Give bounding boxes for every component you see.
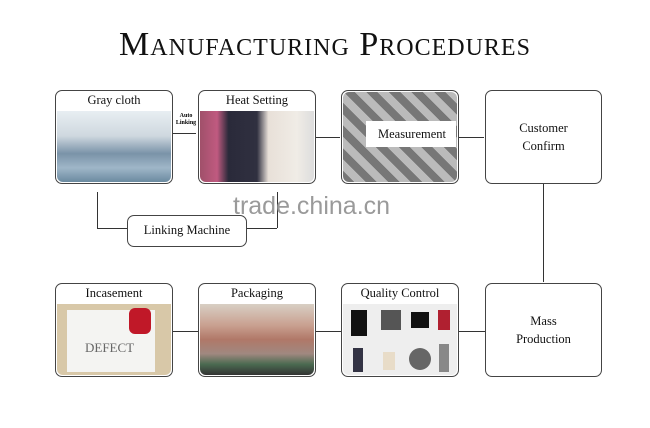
page-title: Manufacturing Procedures xyxy=(119,26,531,63)
step-label: Heat Setting xyxy=(225,93,289,107)
connector xyxy=(277,192,278,228)
connector xyxy=(316,137,340,138)
step-measurement: Measurement xyxy=(341,90,459,184)
step-label: Mass xyxy=(530,314,557,328)
factory-photo xyxy=(57,111,171,182)
step-heat-setting: Heat Setting xyxy=(198,90,316,184)
step-gray-cloth: Gray cloth xyxy=(55,90,173,184)
connector xyxy=(173,331,198,332)
connector xyxy=(247,228,277,229)
step-label: Confirm xyxy=(522,139,565,153)
connector xyxy=(97,228,127,229)
connector xyxy=(543,184,544,282)
step-label: Measurement xyxy=(377,127,447,141)
defect-label: DEFECT xyxy=(85,340,135,355)
socks-samples-photo xyxy=(343,304,457,375)
step-label: Production xyxy=(516,332,571,346)
watermark: trade.china.cn xyxy=(233,192,391,220)
step-label: Incasement xyxy=(85,286,143,300)
step-incasement: Incasement DEFECT xyxy=(55,283,173,377)
step-label: Quality Control xyxy=(360,286,440,300)
step-label: Gray cloth xyxy=(87,93,141,107)
connector xyxy=(316,331,341,332)
step-label: Linking Machine xyxy=(143,223,231,237)
step-label: Customer xyxy=(519,121,568,135)
connector xyxy=(459,137,484,138)
connector xyxy=(459,331,485,332)
step-linking-machine: Linking Machine xyxy=(127,215,247,247)
step-packaging: Packaging xyxy=(198,283,316,377)
connector xyxy=(97,192,98,228)
connector xyxy=(173,133,196,134)
packaging-workers-photo xyxy=(200,304,314,375)
socks-rack-photo xyxy=(200,111,314,182)
step-label: Packaging xyxy=(230,286,284,300)
step-quality-control: Quality Control xyxy=(341,283,459,377)
defect-box-photo: DEFECT xyxy=(57,304,171,375)
